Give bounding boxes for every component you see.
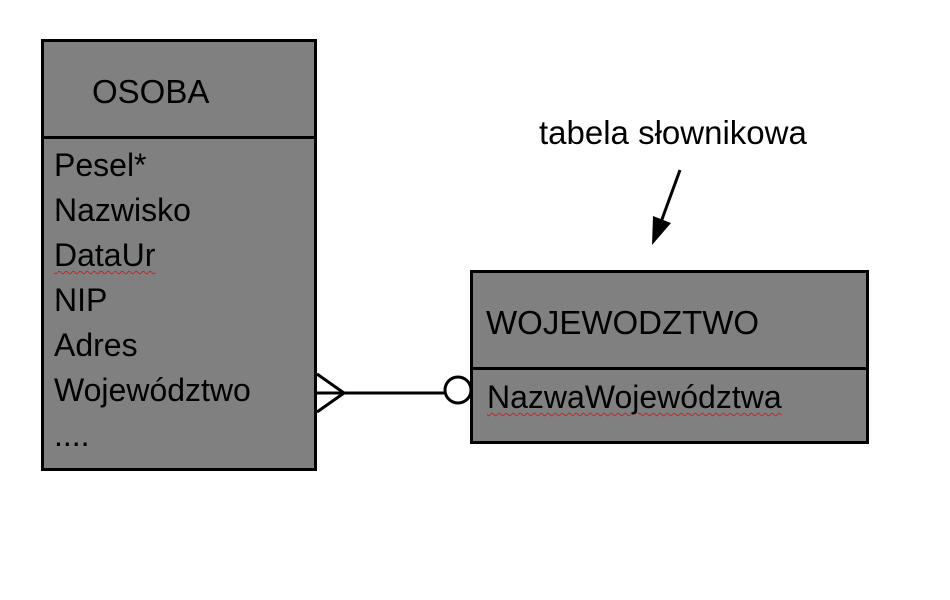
- attribute-dataur-row: DataUr: [54, 233, 251, 278]
- attribute-dataur: DataUr: [54, 237, 156, 273]
- attribute-adres: Adres: [54, 327, 138, 363]
- entity-osoba: OSOBA Pesel* Nazwisko DataUr NIP Adres W…: [41, 39, 317, 471]
- entity-wojewodztwo-attributes: NazwaWojewództwa: [487, 375, 782, 420]
- entity-osoba-header: OSOBA: [44, 42, 314, 139]
- entity-osoba-attributes: Pesel* Nazwisko DataUr NIP Adres Wojewód…: [54, 143, 251, 458]
- entity-wojewodztwo-title: WOJEWODZTWO: [486, 304, 760, 341]
- entity-wojewodztwo: WOJEWODZTWO NazwaWojewództwa: [470, 270, 869, 444]
- annotation-arrow-icon: [652, 169, 682, 245]
- attribute-ellipsis: ....: [54, 417, 90, 453]
- annotation-label: tabela słownikowa: [539, 114, 807, 151]
- attribute-wojewodztwo: Województwo: [54, 372, 251, 408]
- crow-foot-icon: [316, 372, 345, 414]
- attribute-pesel: Pesel*: [54, 147, 147, 183]
- attribute-nazwa-wojewodztwa: NazwaWojewództwa: [487, 379, 782, 415]
- attribute-nazwisko: Nazwisko: [54, 192, 191, 228]
- zero-circle-icon: [443, 375, 473, 405]
- entity-wojewodztwo-header: WOJEWODZTWO: [473, 273, 866, 370]
- entity-osoba-title: OSOBA: [92, 73, 210, 110]
- attribute-nazwa-wojewodztwa-row: NazwaWojewództwa: [487, 375, 782, 420]
- attribute-nip: NIP: [54, 282, 108, 318]
